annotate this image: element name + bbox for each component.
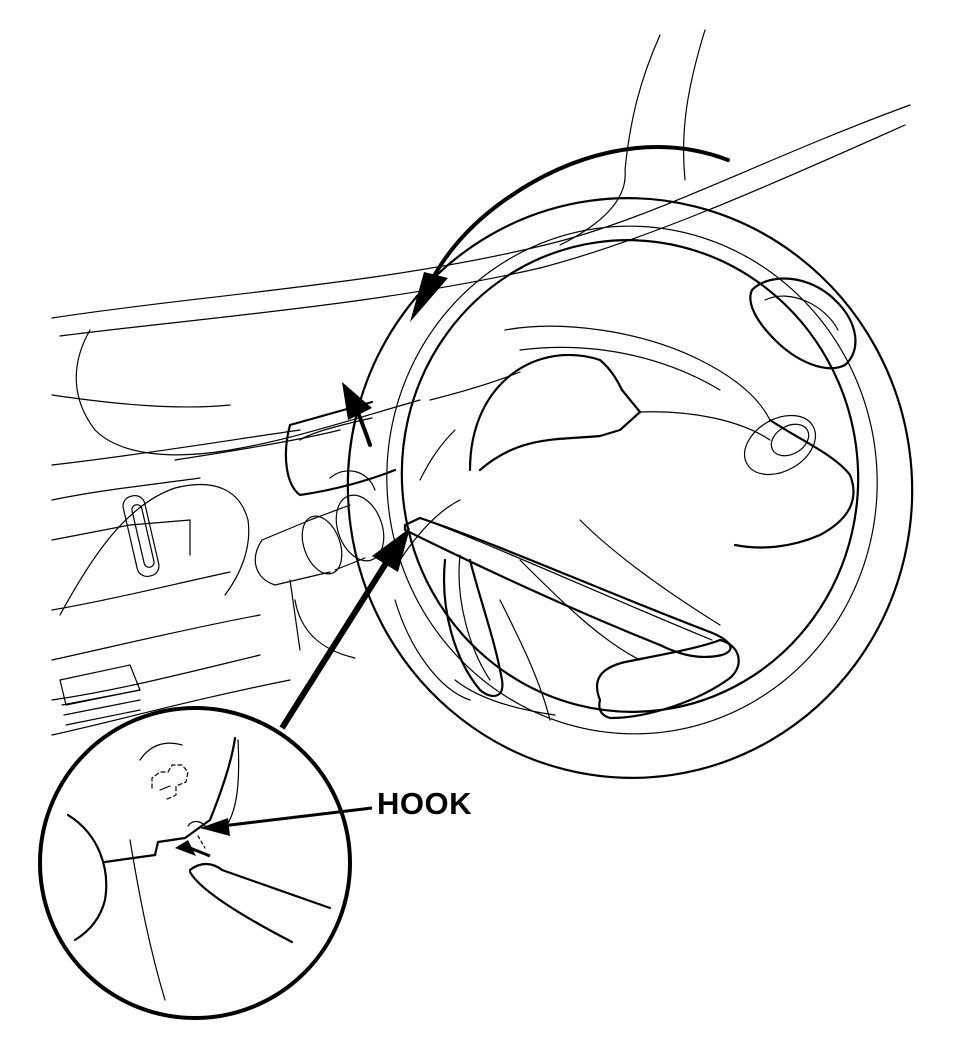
rotation-arrow: [410, 145, 730, 322]
pry-tool: [403, 516, 732, 659]
push-arrow: [279, 528, 410, 730]
combination-switch-stalk: [254, 470, 385, 586]
dashboard: [51, 29, 911, 736]
hook-leader: [200, 806, 373, 836]
detail-inset: [38, 706, 352, 1020]
hook-label: HOOK: [377, 786, 472, 821]
lift-arrow: [342, 382, 372, 447]
steering-wheel: [346, 197, 914, 779]
